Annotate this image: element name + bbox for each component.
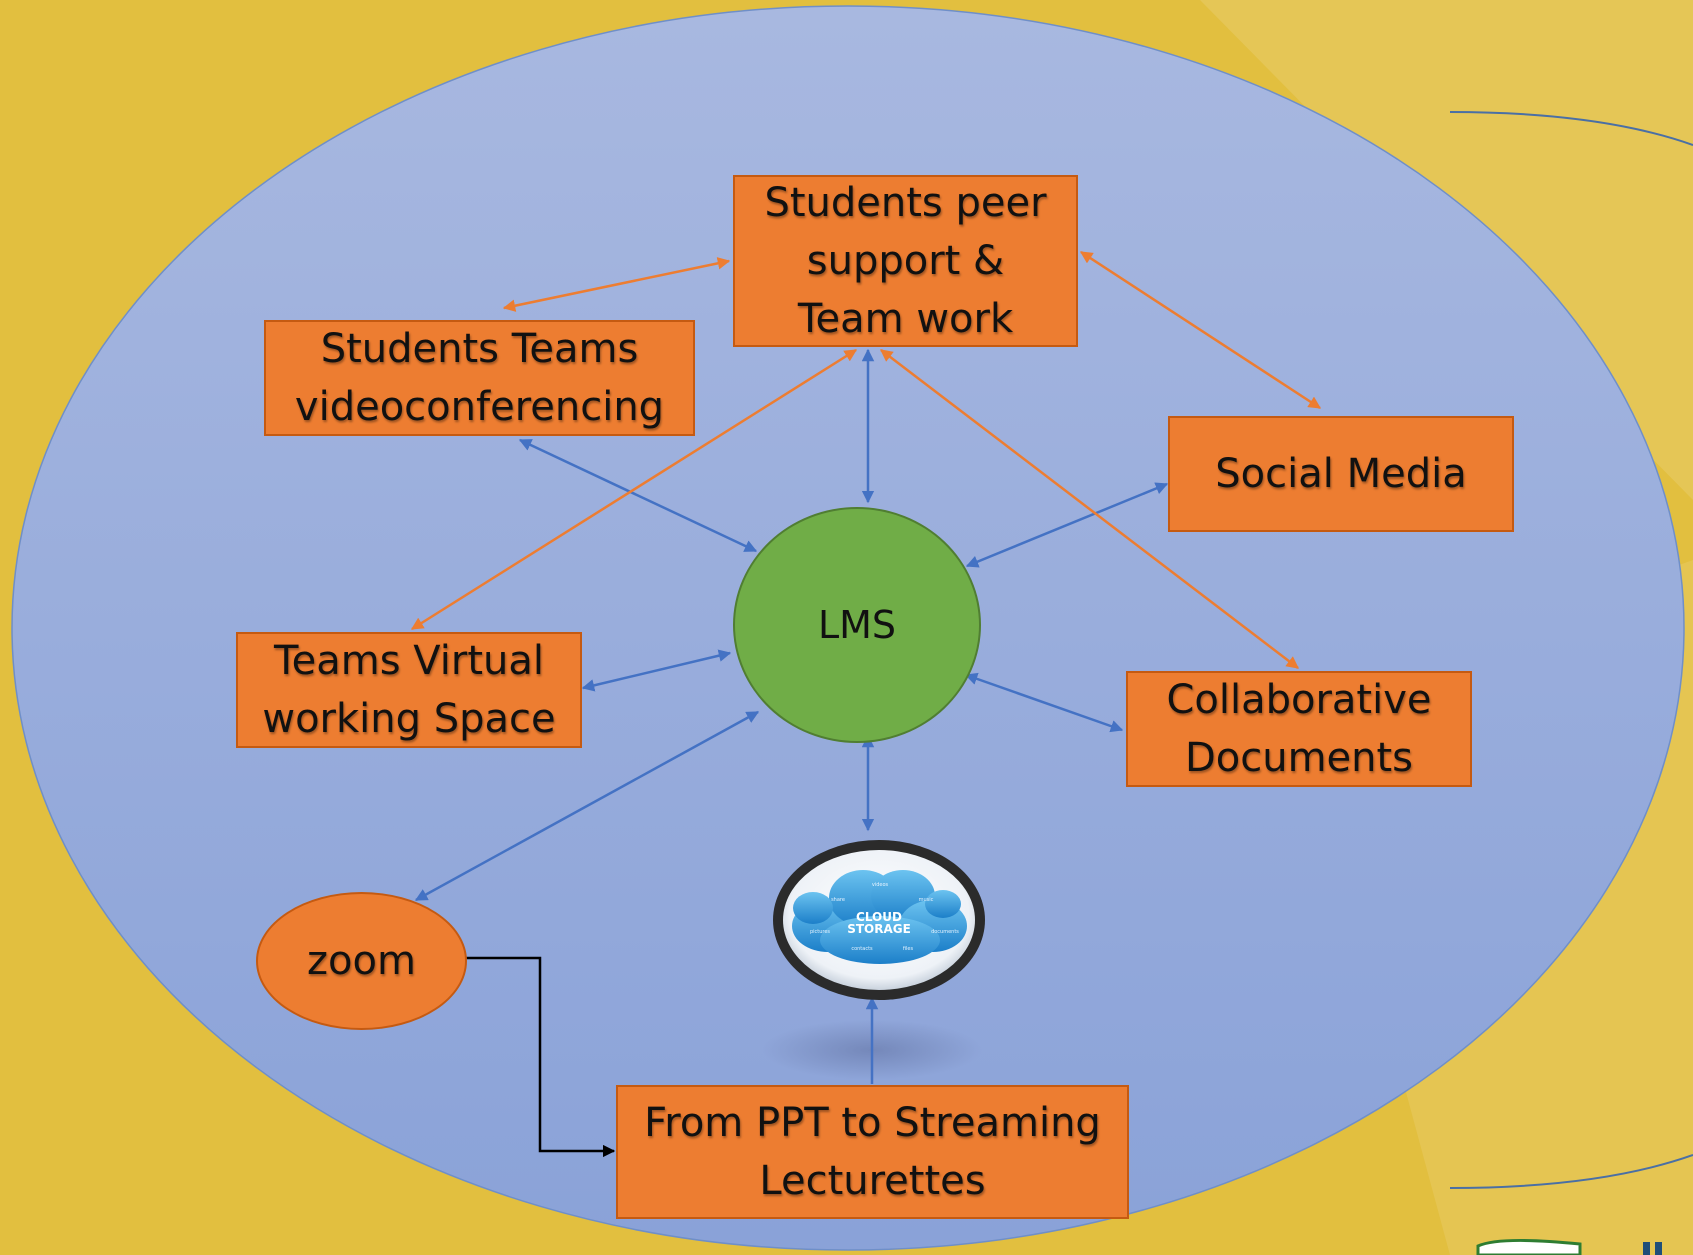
node-social-media: Social Media xyxy=(1168,416,1514,532)
logo-icon xyxy=(1476,1238,1662,1255)
arrow-lms-zoom xyxy=(414,710,760,902)
node-zoom: zoom xyxy=(256,892,467,1030)
node-collab-docs: Collaborative Documents xyxy=(1126,671,1472,787)
node-teams-video: Students Teams videoconferencing xyxy=(264,320,695,436)
background-decor-line xyxy=(1449,111,1693,146)
cloud-label: contacts xyxy=(851,946,873,952)
node-teams-video-label: Students Teams videoconferencing xyxy=(294,326,665,430)
arrow-lms-collab xyxy=(964,672,1124,733)
node-social-media-label: Social Media xyxy=(1215,451,1467,497)
cloud-label: files xyxy=(903,946,914,952)
cloud-label: share xyxy=(831,897,845,903)
cloud-label: music xyxy=(919,897,934,903)
node-lms: LMS xyxy=(733,507,981,743)
node-zoom-label: zoom xyxy=(307,938,416,984)
node-lms-label: LMS xyxy=(817,603,897,647)
cloud-label: pictures xyxy=(810,929,830,935)
arrow-peer-teams-virtual xyxy=(410,348,858,631)
connector-zoom-ppt xyxy=(463,956,616,1158)
arrow-peer-teams-video xyxy=(502,257,731,312)
node-ppt-streaming: From PPT to Streaming Lecturettes xyxy=(616,1085,1129,1219)
arrow-lms-teams-virtual xyxy=(581,649,732,692)
node-peer-support: Students peer support & Team work xyxy=(733,175,1078,347)
node-ppt-streaming-label: From PPT to Streaming Lecturettes xyxy=(644,1100,1101,1204)
node-teams-virtual: Teams Virtual working Space xyxy=(236,632,582,748)
node-peer-support-label: Students peer support & Team work xyxy=(764,180,1047,342)
node-teams-virtual-label: Teams Virtual working Space xyxy=(262,638,556,742)
cloud-label: videos xyxy=(872,882,889,888)
cloud-label: documents xyxy=(931,929,959,935)
background-decor-line xyxy=(1449,1154,1693,1189)
node-collab-docs-label: Collaborative Documents xyxy=(1166,677,1432,781)
arrow-peer-collab xyxy=(880,349,1299,669)
